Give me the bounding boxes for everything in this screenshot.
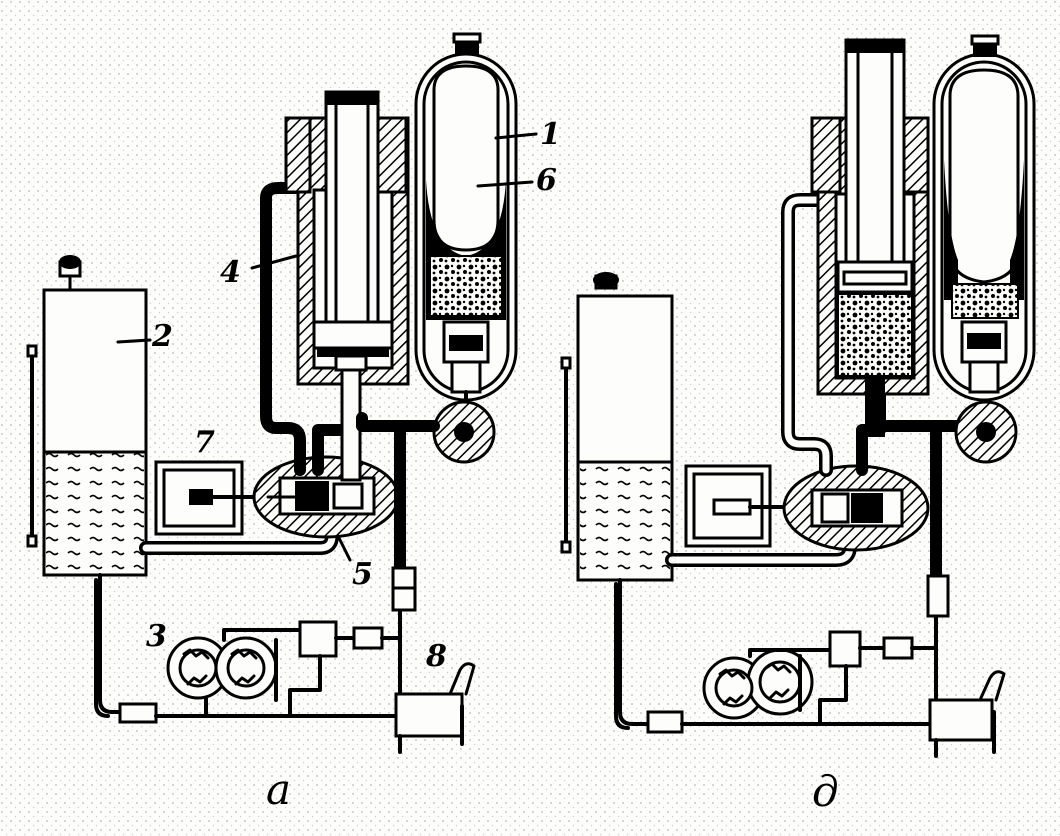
control-valve-motor — [154, 460, 264, 536]
label-distribution-valve: 5 — [352, 557, 373, 592]
panel-b: д — [560, 34, 1036, 816]
label-valve-motor: 7 — [194, 425, 215, 460]
gear-pump-b — [702, 648, 814, 720]
distribution-valve-b — [782, 464, 930, 552]
distribution-valve — [252, 455, 400, 539]
hydraulic-accumulator — [414, 32, 518, 406]
hydraulic-cylinder-b — [810, 38, 930, 437]
label-feed-pipe: 4 — [220, 255, 241, 290]
control-valve-motor-b — [684, 464, 792, 548]
hand-valve-b — [928, 670, 1006, 758]
hydraulic-accumulator-b — [932, 34, 1036, 402]
label-gas-bladder: 6 — [536, 163, 557, 198]
reservoir-tank — [26, 255, 148, 577]
reservoir-tank-b — [560, 272, 674, 582]
hand-valve — [394, 662, 476, 754]
check-valve-b — [954, 400, 1018, 464]
label-pump: 3 — [146, 619, 167, 654]
check-valve — [432, 400, 496, 464]
label-accumulator: 1 — [540, 117, 561, 152]
gear-pump — [166, 636, 278, 700]
label-hand-valve: 8 — [425, 639, 447, 674]
panel-a: 1 6 2 4 7 5 3 8 а — [26, 32, 561, 814]
hydraulic-cylinder — [284, 90, 410, 482]
caption-panel-a: а — [266, 765, 291, 814]
label-reservoir: 2 — [151, 319, 173, 354]
caption-panel-b: д — [812, 767, 839, 816]
